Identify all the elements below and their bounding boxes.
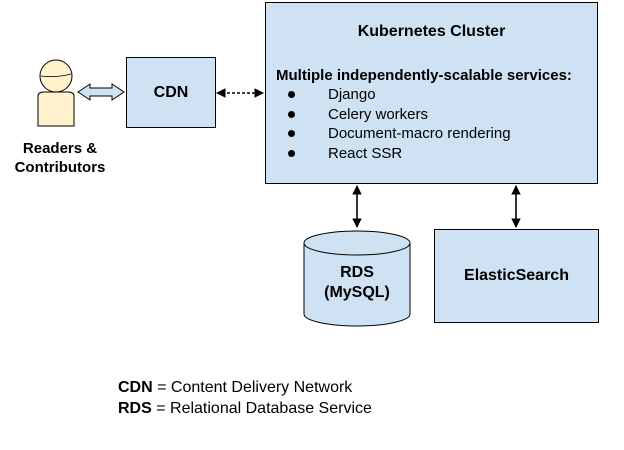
services-list: Django Celery workers Document-macro ren…: [288, 86, 511, 164]
service-item: Celery workers: [288, 106, 511, 126]
legend-row-rds: RDS = Relational Database Service: [118, 400, 372, 418]
cluster-subtitle: Multiple independently-scalable services…: [276, 67, 572, 84]
service-label: Document-macro rendering: [328, 125, 511, 142]
actor-label: Readers & Contributors: [2, 139, 118, 177]
service-item: Document-macro rendering: [288, 125, 511, 145]
actor-label-line1: Readers &: [22, 140, 98, 157]
service-label: React SSR: [328, 144, 403, 162]
rds-cylinder-shape: [303, 230, 411, 327]
elasticsearch-box: ElasticSearch: [434, 229, 599, 323]
cdn-box: CDN: [126, 57, 216, 128]
legend-definition: = Relational Database Service: [151, 400, 372, 417]
service-item: Django: [288, 86, 511, 106]
bullet-icon: [288, 110, 295, 118]
service-label: Celery workers: [328, 105, 429, 123]
service-item: React SSR: [288, 145, 511, 165]
kubernetes-cluster-box: Kubernetes Cluster Multiple independentl…: [265, 2, 598, 184]
bullet-icon: [288, 91, 295, 98]
rds-label-line1: RDS: [340, 264, 374, 281]
cluster-title: Kubernetes Cluster: [357, 23, 506, 40]
bullet-icon: [288, 149, 295, 157]
rds-label: RDS (MySQL): [304, 263, 410, 303]
person-icon: [37, 59, 75, 127]
bullet-icon: [288, 130, 295, 137]
legend-row-cdn: CDN = Content Delivery Network: [118, 379, 352, 397]
service-label: Django: [328, 86, 376, 103]
legend-term: RDS: [118, 400, 152, 417]
legend-term: CDN: [118, 379, 153, 396]
cdn-label: CDN: [153, 84, 189, 101]
actor-cdn-arrow: [77, 83, 125, 101]
rds-label-line2: (MySQL): [324, 284, 390, 301]
elasticsearch-label: ElasticSearch: [464, 267, 569, 284]
actor-label-line2: Contributors: [14, 159, 106, 176]
legend-definition: = Content Delivery Network: [152, 379, 353, 396]
